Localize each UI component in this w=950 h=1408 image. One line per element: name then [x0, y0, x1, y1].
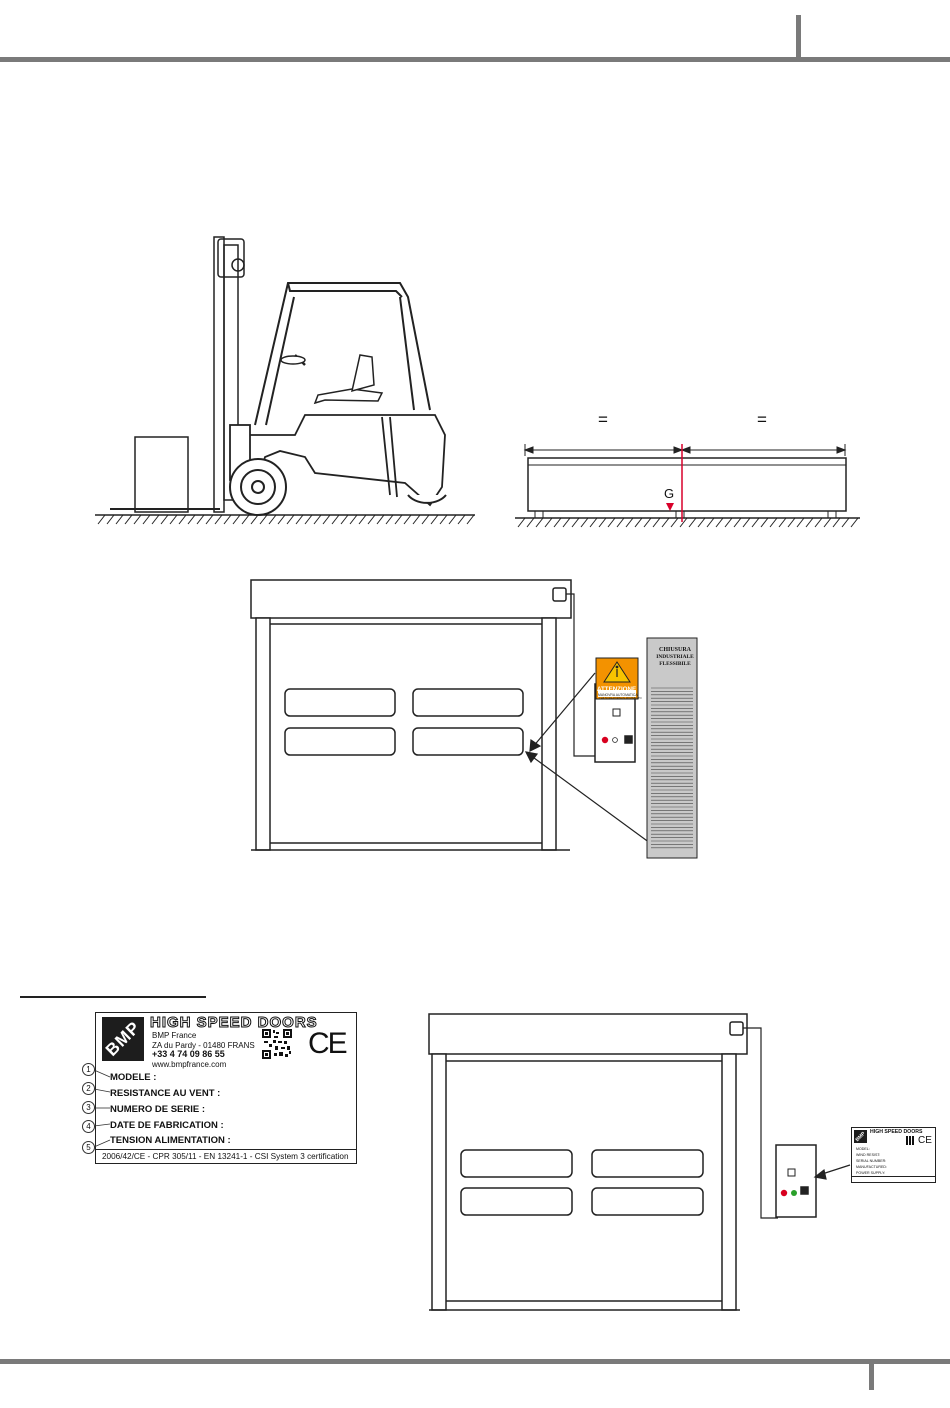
door-with-signage	[250, 579, 698, 859]
nameplate-field-voltage: TENSION ALIMENTATION :	[110, 1135, 231, 1146]
small-nameplate: BMP HIGH SPEED DOORS CE MODEL: WIND RESI…	[851, 1127, 936, 1183]
forklift-mast	[213, 236, 245, 513]
door-window-1	[284, 688, 396, 717]
small-bmp-logo: BMP	[854, 1130, 867, 1143]
footer-tab	[869, 1362, 874, 1390]
control-lamp-red	[601, 736, 609, 744]
small-plate-field-3: SERIAL NUMBER:	[856, 1159, 887, 1163]
warning-line-1: MANOVRA AUTOMATICA	[598, 693, 638, 697]
nameplate-field-model: MODELE :	[110, 1072, 157, 1083]
nameplate-brand: HIGH SPEED DOORS	[150, 1014, 318, 1032]
forklift-cab	[254, 282, 431, 426]
door-window-2	[412, 688, 524, 717]
ground-hatch	[95, 514, 475, 525]
door-with-nameplate	[428, 1013, 851, 1311]
nameplate-footer: 2006/42/CE - CPR 305/11 - EN 13241-1 - C…	[96, 1149, 356, 1163]
small-plate-field-5: POWER SUPPLY:	[856, 1171, 886, 1175]
small-plate-footer-line	[852, 1176, 935, 1177]
nameplate-callouts	[93, 1069, 111, 1148]
door-window-3	[284, 727, 396, 756]
nameplate-header: BMP HIGH SPEED DOORS BMP France ZA du Pa…	[96, 1013, 356, 1069]
nameplate-phone: +33 4 74 09 86 55	[152, 1049, 225, 1059]
nameplate-field-wind: RESISTANCE AU VENT :	[110, 1088, 221, 1099]
door2-window-3	[460, 1187, 573, 1216]
door2-header-box	[428, 1013, 748, 1055]
callout-3: 3	[82, 1101, 95, 1114]
nameplate-field-date: DATE DE FABRICATION :	[110, 1120, 224, 1131]
door2-control-box	[775, 1144, 817, 1218]
nameplate-field-serial: NUMERO DE SERIE :	[110, 1104, 206, 1115]
forklift-illustration	[95, 236, 475, 525]
door2-lamp-green	[791, 1190, 797, 1196]
instruction-panel-title-3: FLESSIBILE	[659, 661, 691, 667]
header-rule	[0, 57, 950, 62]
door2-frame-right	[721, 1053, 737, 1311]
equal-sign-left: =	[598, 410, 608, 429]
control-lamp-green	[612, 737, 618, 743]
ce-mark: CE	[308, 1027, 348, 1060]
door-window-4	[412, 727, 524, 756]
instruction-panel-title-1: CHIUSURA	[658, 647, 691, 653]
gravity-label: G	[664, 486, 675, 501]
door2-lamp-red	[780, 1189, 788, 1197]
instruction-panel-title-2: INDUSTRIALE	[656, 654, 694, 660]
door-frame-left	[255, 617, 271, 851]
door2-window-2	[591, 1149, 704, 1178]
nameplate-company: BMP France	[152, 1031, 197, 1040]
small-plate-field-2: WIND RESIST:	[856, 1153, 881, 1157]
load-gravity-diagram	[515, 444, 860, 528]
forklift-rear-wheel	[407, 494, 447, 504]
nameplate-website: www.bmpfrance.com	[152, 1059, 227, 1069]
warning-word: ATTENZIONE	[597, 686, 637, 693]
footer-rule	[0, 1359, 950, 1364]
load-box	[134, 436, 189, 513]
load-block	[527, 457, 847, 512]
door-header-box	[250, 579, 572, 619]
door2-frame-left	[431, 1053, 447, 1311]
small-plate-brand: HIGH SPEED DOORS	[870, 1129, 923, 1135]
nameplate-address: ZA du Pardy - 01480 FRANS	[152, 1040, 255, 1050]
small-plate-field-4: MANUFACTURED:	[856, 1165, 887, 1169]
small-plate-ce: CE	[918, 1135, 932, 1146]
instruction-panel	[646, 637, 698, 859]
qr-code-icon	[262, 1029, 292, 1059]
bmp-logo: BMP	[101, 1017, 144, 1061]
warning-line-2: CHIUSURA PORTA IN MOVIMENTO	[599, 697, 642, 700]
door2-window-4	[591, 1187, 704, 1216]
callout-2: 2	[82, 1082, 95, 1095]
door2-window-1	[460, 1149, 573, 1178]
callout-4: 4	[82, 1120, 95, 1133]
callout-1: 1	[82, 1063, 95, 1076]
section-underline	[20, 996, 206, 998]
header-tab	[796, 15, 801, 61]
nameplate: BMP HIGH SPEED DOORS BMP France ZA du Pa…	[95, 1012, 357, 1164]
warning-sign	[595, 657, 639, 700]
forklift-front-wheel	[229, 458, 287, 516]
equal-sign-right: =	[757, 410, 767, 429]
small-plate-field-1: MODEL:	[856, 1147, 870, 1151]
gravity-marker	[666, 503, 674, 511]
callout-5: 5	[82, 1141, 95, 1154]
nameplate-address-block: BMP France ZA du Pardy - 01480 FRANS +33…	[152, 1031, 255, 1069]
small-qr-icon	[906, 1136, 915, 1145]
